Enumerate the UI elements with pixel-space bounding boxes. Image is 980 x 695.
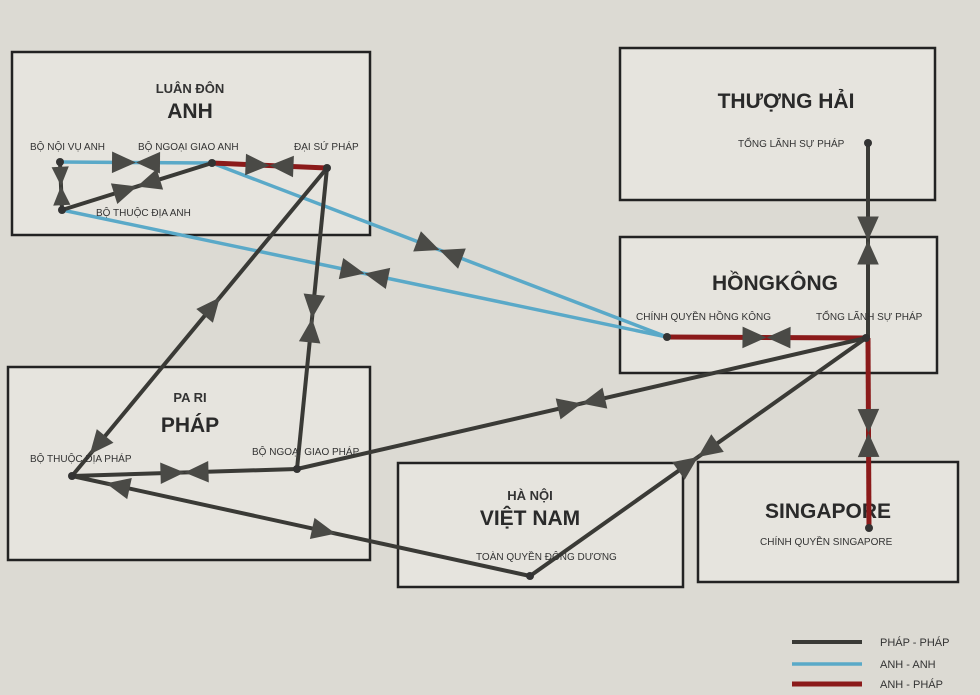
label-bo-thuoc-dia-anh: BỘ THUỘC ĐỊA ANH [96,206,191,219]
node-dot [862,334,870,342]
arrowhead [110,183,137,204]
node-dot [68,472,76,480]
arrowhead [742,326,767,349]
node-dot [323,164,331,172]
arrowhead [698,434,724,457]
arrowheads [51,151,880,539]
node-dot [526,572,534,580]
arrowhead [303,293,326,319]
label-dai-su-phap: ĐẠI SỨ PHÁP [294,140,359,153]
arrowhead [51,166,69,186]
city-ha-noi: HÀ NỘI [507,488,553,503]
arrowhead [857,433,880,458]
arrowhead [581,387,608,409]
label-toan-quyen-dong-duong: TOÀN QUYỀN ĐÔNG DƯƠNG [476,550,617,563]
box-viet-nam [396,461,685,589]
arrowhead [766,326,791,349]
legend: PHÁP - PHÁP ANH - ANH ANH - PHÁP [792,636,950,691]
arrowhead [106,478,132,500]
legend-label-anh-anh: ANH - ANH [880,659,936,671]
label-bo-noi-vu-anh: BỘ NỘI VỤ ANH [30,140,105,153]
country-anh: ANH [167,100,213,123]
arrowhead [269,155,294,178]
arrowhead [413,231,440,252]
node-dot [663,333,671,341]
legend-label-phap-phap: PHÁP - PHÁP [880,636,950,649]
country-viet-nam: VIỆT NAM [480,506,580,530]
box-anh [10,50,372,237]
box-thuong-hai [618,46,937,202]
node-dot [293,465,301,473]
node-dot [56,158,64,166]
box-singapore [696,460,960,584]
node-dot [58,206,66,214]
edge-phap-phap [70,166,329,478]
arrowhead [309,517,336,539]
country-hong-kong: HỒNGKÔNG [712,271,838,295]
node-dot [208,159,216,167]
label-chinh-quyen-singapore: CHÍNH QUYỀN SINGAPORE [760,535,893,548]
label-bo-ngoai-giao-anh: BỘ NGOẠI GIAO ANH [138,140,239,153]
country-singapore: SINGAPORE [765,500,891,523]
box-hong-kong [618,235,939,375]
arrowhead [298,318,321,344]
arrowhead [137,169,164,190]
edge-phap-phap [71,474,531,578]
arrowhead [338,258,365,280]
arrowhead [857,408,880,433]
arrowhead [53,186,71,206]
arrowhead [672,457,698,480]
legend-label-anh-phap: ANH - PHÁP [880,678,943,691]
arrowhead [857,216,879,241]
arrowhead [439,248,466,269]
city-luan-don: LUÂN ĐÔN [156,81,225,96]
city-pa-ri: PA RI [173,390,206,405]
arrowhead [160,462,185,484]
label-tong-lanh-su-phap-hong-kong: TỔNG LÃNH SỰ PHÁP [816,310,923,323]
arrowhead [196,297,220,323]
nodes [56,139,873,580]
arrowhead [555,398,582,420]
arrowhead [136,151,161,174]
country-phap: PHÁP [161,414,219,437]
arrowhead [857,240,879,265]
arrowhead [111,151,136,174]
arrowhead [364,267,391,289]
label-chinh-quyen-hong-kong: CHÍNH QUYỀN HỒNG KÔNG [636,310,771,323]
node-dot [865,524,873,532]
arrowhead [89,429,114,455]
arrowhead [245,153,270,176]
label-bo-ngoai-giao-phap: BỘ NGOẠI GIAO PHÁP [252,445,360,458]
country-thuong-hai: THƯỢNG HẢI [718,90,855,113]
arrowhead [184,461,209,483]
node-dot [864,139,872,147]
label-bo-thuoc-dia-phap: BỘ THUỘC ĐỊA PHÁP [30,452,132,465]
label-tong-lanh-su-phap-thuong-hai: TỔNG LÃNH SỰ PHÁP [738,137,845,150]
